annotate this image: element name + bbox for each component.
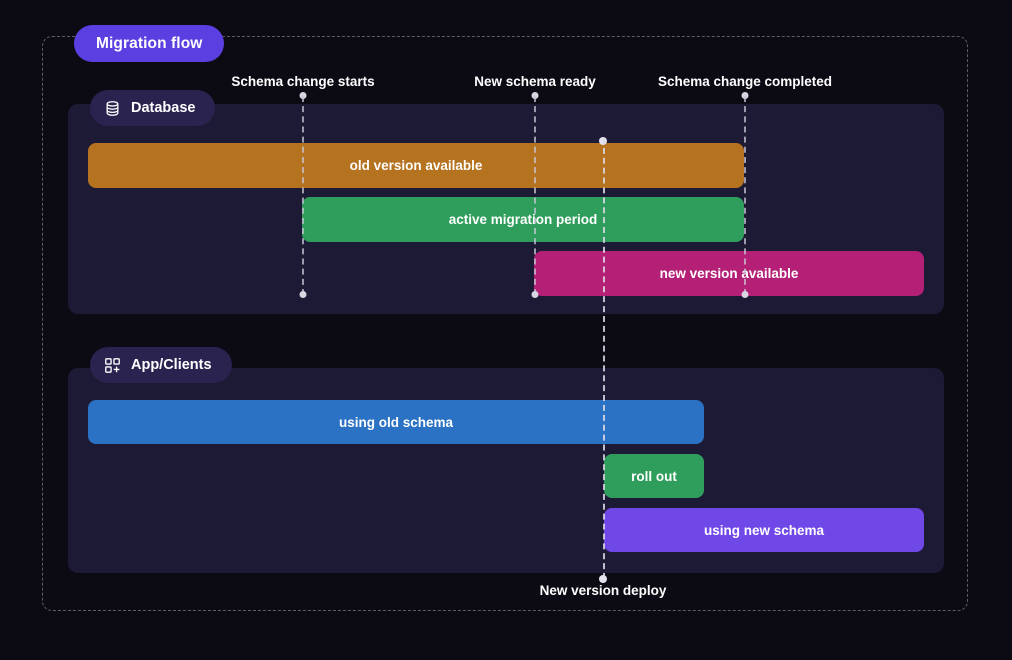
- milestone-line: [302, 96, 304, 295]
- bar-using-new-schema[interactable]: using new schema: [604, 508, 924, 552]
- lane-badge-app-clients-label: App/Clients: [131, 357, 212, 373]
- milestone-dot-top: [741, 92, 749, 99]
- bar-label: old version available: [349, 158, 483, 173]
- bar-roll-out[interactable]: roll out: [604, 454, 704, 498]
- bar-label: active migration period: [448, 212, 598, 227]
- lane-badge-app-clients[interactable]: App/Clients: [90, 347, 232, 383]
- milestone-line: [534, 96, 536, 295]
- milestone-label: New schema ready: [474, 74, 596, 89]
- flow-title-label: Migration flow: [96, 34, 203, 52]
- bar-label: using new schema: [703, 522, 825, 538]
- milestone-new-schema-ready: New schema ready: [474, 74, 596, 298]
- bar-label: using old schema: [338, 414, 454, 430]
- database-icon: [104, 100, 121, 117]
- lane-badge-database-label: Database: [131, 100, 196, 116]
- milestone-schema-change-starts: Schema change starts: [231, 74, 375, 298]
- milestone-line: [744, 96, 746, 295]
- milestone-schema-change-completed: Schema change completed: [658, 74, 832, 298]
- milestone-label: Schema change completed: [657, 74, 833, 89]
- bar-old-version-available[interactable]: old version available: [88, 143, 744, 188]
- deploy-dot-bottom: [599, 575, 607, 583]
- lane-badge-database[interactable]: Database: [90, 90, 216, 126]
- deploy-line: [603, 138, 605, 579]
- bar-new-version-available[interactable]: new version available: [534, 251, 924, 296]
- milestone-dot-bottom: [531, 291, 539, 298]
- milestone-dot-bottom: [299, 291, 307, 298]
- bar-label: roll out: [631, 468, 677, 484]
- bar-active-migration-period[interactable]: active migration period: [302, 197, 744, 242]
- milestone-label: Schema change starts: [231, 74, 375, 89]
- milestone-dot-bottom: [741, 291, 749, 298]
- deploy-marker-label: New version deploy: [539, 583, 667, 598]
- flow-title-badge[interactable]: Migration flow: [74, 25, 225, 62]
- apps-add-icon: [104, 357, 121, 374]
- bar-using-old-schema[interactable]: using old schema: [88, 400, 704, 444]
- migration-flow-frame: [42, 36, 968, 611]
- milestone-dot-top: [299, 92, 307, 99]
- milestone-dot-top: [531, 92, 539, 99]
- bar-label: new version available: [659, 266, 799, 281]
